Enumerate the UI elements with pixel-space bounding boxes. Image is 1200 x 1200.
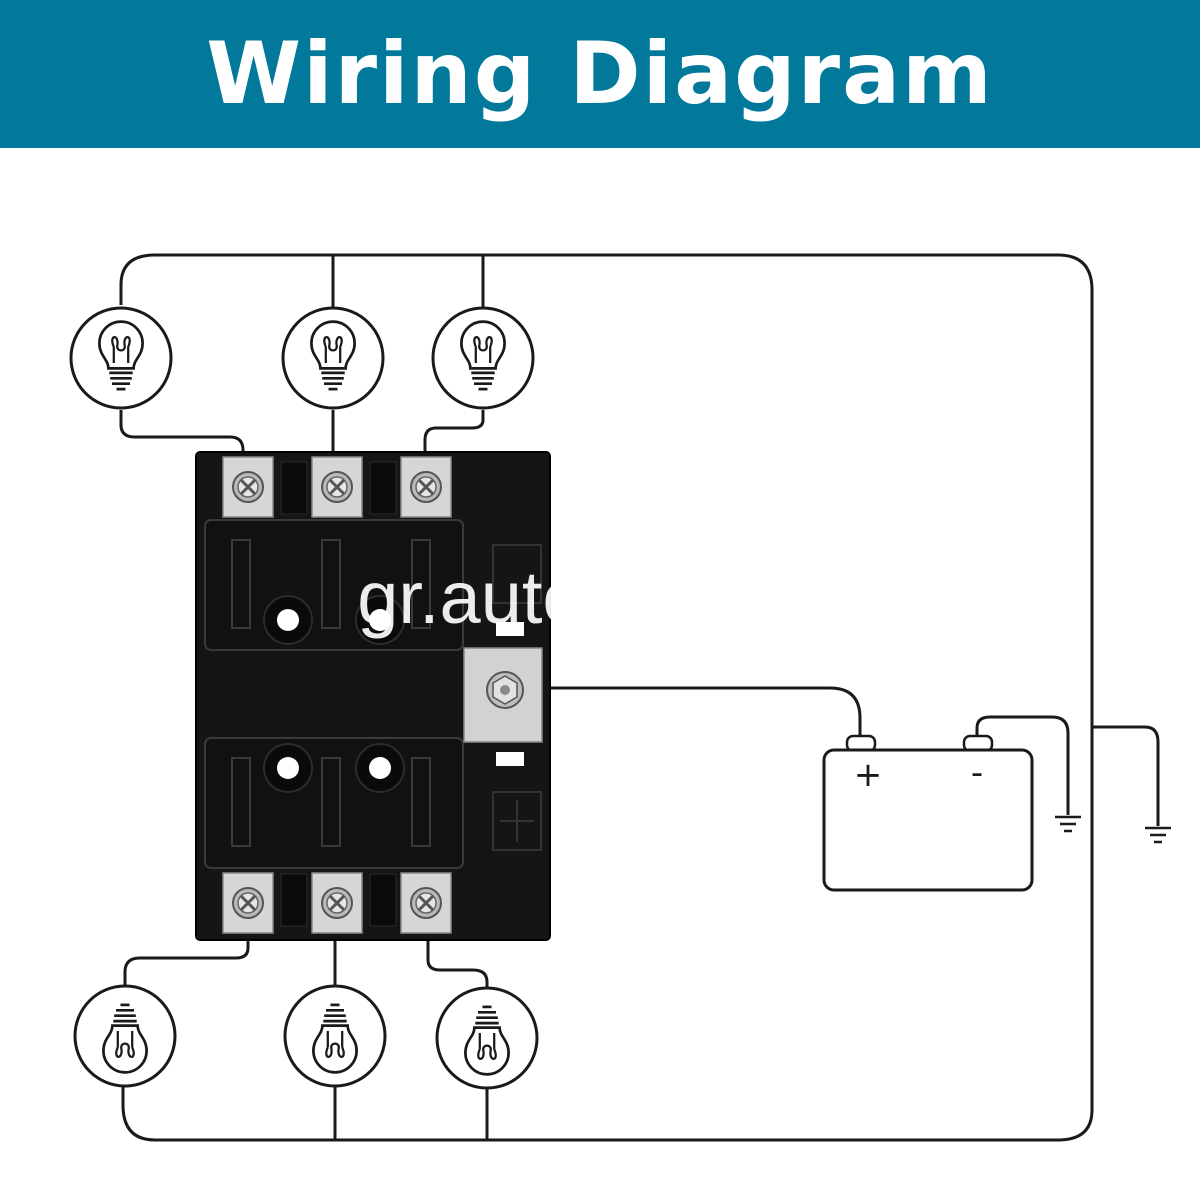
bottom-bulb-1 bbox=[73, 984, 177, 1088]
battery-positive-wire bbox=[542, 686, 862, 737]
top-bulb-1-feed bbox=[119, 410, 245, 455]
bottom-bulb-1-feed bbox=[123, 935, 250, 987]
ground-symbol-battery bbox=[1053, 815, 1083, 833]
title-banner: Wiring Diagram bbox=[0, 0, 1200, 148]
top-bulb-1 bbox=[69, 306, 173, 410]
chassis-ground-wire bbox=[1092, 725, 1160, 826]
power-stud bbox=[463, 647, 543, 743]
top-bulb-3-feed bbox=[423, 410, 485, 455]
terminal-top-1 bbox=[221, 455, 275, 519]
battery-body bbox=[822, 748, 1034, 892]
battery-negative-label: - bbox=[971, 753, 983, 793]
battery-positive-label: + bbox=[854, 755, 883, 795]
terminal-top-2 bbox=[310, 455, 364, 519]
ground-symbol-chassis bbox=[1143, 826, 1173, 844]
terminal-bottom-2 bbox=[310, 871, 364, 935]
terminal-bottom-3 bbox=[399, 871, 453, 935]
bottom-bulb-2 bbox=[283, 984, 387, 1088]
bottom-bulb-3-feed bbox=[426, 935, 489, 990]
top-return-wire bbox=[119, 253, 1094, 1142]
top-bulb-3 bbox=[431, 306, 535, 410]
wires bbox=[119, 253, 1160, 1142]
terminal-bottom-1 bbox=[221, 871, 275, 935]
page-title: Wiring Diagram bbox=[206, 24, 994, 124]
bottom-bulb-3 bbox=[435, 986, 539, 1090]
battery: + - bbox=[822, 734, 1034, 892]
battery-negative-wire bbox=[975, 715, 1070, 815]
top-bulb-2 bbox=[281, 306, 385, 410]
terminal-top-3 bbox=[399, 455, 453, 519]
fuse-block bbox=[195, 451, 551, 941]
